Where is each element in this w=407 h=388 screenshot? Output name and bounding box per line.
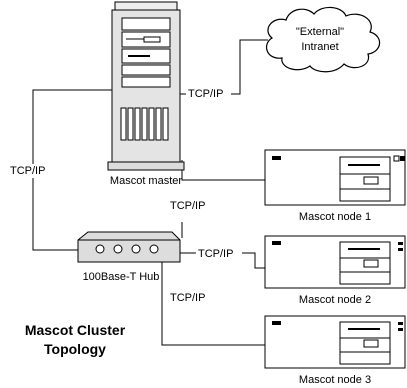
vent-slots (120, 107, 169, 141)
vent-slot (120, 107, 127, 141)
tcpip-label-node2: TCP/IP (198, 248, 233, 260)
cloud-label-line2: Intranet (301, 41, 338, 53)
node-indicator (393, 155, 400, 162)
node-led (272, 241, 281, 245)
node-latch (363, 176, 379, 185)
tcpip-label-left: TCP/IP (10, 165, 45, 177)
mascot-node-2: Mascot node 2 (264, 235, 406, 306)
hub-port (149, 244, 159, 254)
vent-slot (148, 107, 155, 141)
node-latch (363, 339, 379, 348)
title-line-2: Topology (44, 341, 106, 357)
hub-port (113, 244, 123, 254)
vent-slot (134, 107, 141, 141)
node-led (272, 156, 281, 160)
cloud-label-line1: "External" (296, 26, 344, 38)
drive-bay (121, 17, 171, 31)
drive-bay (121, 76, 171, 88)
label-bg (168, 290, 214, 304)
tcpip-label-node1: TCP/IP (170, 200, 205, 212)
hub-label: 100Base-T Hub (83, 271, 160, 283)
master-server-tower: Mascot master (107, 1, 185, 187)
hub-body (77, 231, 181, 263)
node-indicator (398, 328, 403, 331)
label-bg (196, 246, 242, 260)
tower-top (114, 1, 178, 11)
vent-slot (141, 107, 148, 141)
cloud-shape (265, 6, 381, 73)
hub-device: 100Base-T Hub (77, 231, 181, 283)
node-led (272, 321, 281, 325)
node-2-label: Mascot node 2 (299, 294, 371, 306)
label-bg (8, 164, 54, 178)
hub-port (95, 244, 105, 254)
vent-slot (155, 107, 162, 141)
master-label: Mascot master (110, 175, 182, 187)
vent-slot (162, 107, 169, 141)
title-line-1: Mascot Cluster (25, 322, 126, 338)
tower-base (107, 161, 185, 171)
node-indicator (398, 242, 403, 245)
link-master-node1 (181, 160, 265, 181)
node-1-label: Mascot node 1 (299, 211, 371, 223)
protocol-labels: TCP/IP TCP/IP TCP/IP TCP/IP TCP/IP (8, 87, 242, 304)
external-intranet-cloud: "External" Intranet (265, 6, 381, 73)
link-hub-node3 (161, 262, 265, 346)
node-indicator (398, 322, 403, 325)
diagram-title: Mascot Cluster Topology (25, 322, 126, 357)
link-master-cloud (180, 39, 268, 95)
hub-port (131, 244, 141, 254)
mascot-node-1: Mascot node 1 (264, 149, 406, 223)
vent-slot (127, 107, 134, 141)
node-latch (363, 259, 379, 268)
node-3-label: Mascot node 3 (299, 374, 371, 386)
label-bg (186, 87, 231, 101)
drive-slot (143, 36, 161, 43)
tcpip-label-cloud: TCP/IP (188, 88, 223, 100)
node-indicator (400, 156, 405, 161)
drive-bay (121, 64, 171, 76)
tcpip-label-node3: TCP/IP (170, 292, 205, 304)
mascot-node-3: Mascot node 3 (264, 315, 406, 386)
node-indicator (398, 248, 403, 251)
label-bg (168, 198, 214, 212)
